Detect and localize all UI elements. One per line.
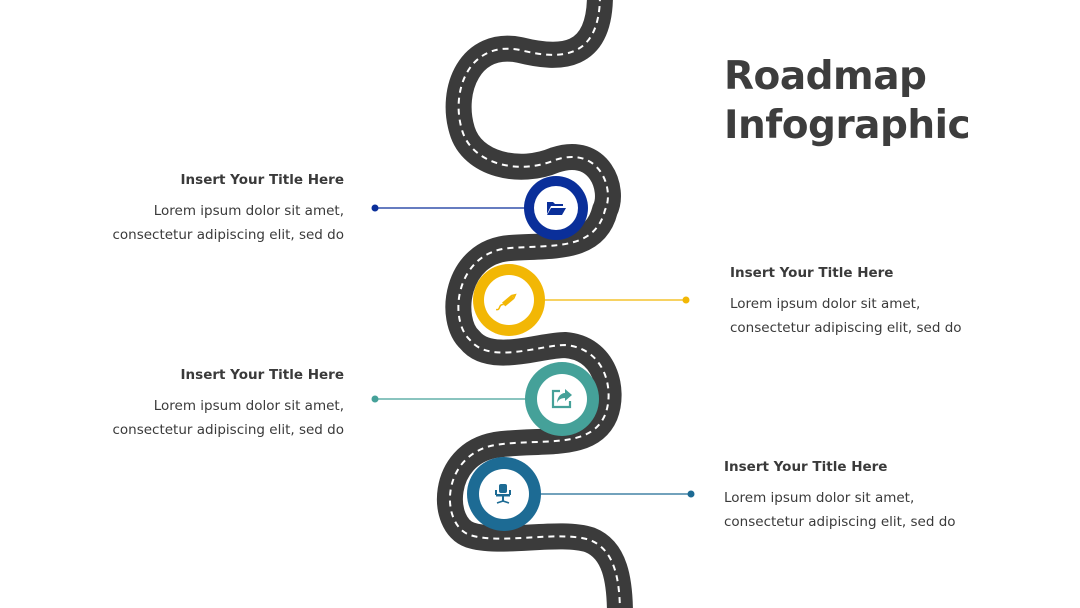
step-4-line-1: Lorem ipsum dolor sit amet, [724,490,915,506]
step-2-title: Insert Your Title Here [730,265,894,281]
step-4-line-2: consectetur adipiscing elit, sed do [724,514,956,530]
step-3-title: Insert Your Title Here [180,367,344,383]
slide-title: Roadmap Infographic [724,52,971,150]
step-3-line-2: consectetur adipiscing elit, sed do [112,422,344,438]
step-2-text: Insert Your Title Here Lorem ipsum dolor… [730,264,1030,340]
share-icon [551,389,572,409]
title-line-2: Infographic [724,103,971,148]
step-1-dot [371,204,379,212]
step-2-dot [682,296,690,304]
folder-open-icon [547,202,566,215]
office-chair-icon [495,484,511,504]
pencil-icon [495,293,517,311]
step-1-line-1: Lorem ipsum dolor sit amet, [153,203,344,219]
road-center-dashes [449,0,621,608]
step-4-title: Insert Your Title Here [724,459,888,475]
step-4-marker [467,457,695,531]
step-2-line-2: consectetur adipiscing elit, sed do [730,320,962,336]
step-3-text: Insert Your Title Here Lorem ipsum dolor… [44,366,344,442]
step-2-marker [473,264,690,336]
step-1-marker [371,176,588,240]
title-line-1: Roadmap [724,54,927,99]
step-3-marker [371,362,599,436]
step-1-text: Insert Your Title Here Lorem ipsum dolor… [44,171,344,247]
step-2-line-1: Lorem ipsum dolor sit amet, [730,296,921,312]
step-4-text: Insert Your Title Here Lorem ipsum dolor… [724,458,1024,534]
step-4-dot [687,490,695,498]
step-1-title: Insert Your Title Here [180,172,344,188]
step-3-dot [371,395,379,403]
step-1-line-2: consectetur adipiscing elit, sed do [112,227,344,243]
step-3-line-1: Lorem ipsum dolor sit amet, [153,398,344,414]
